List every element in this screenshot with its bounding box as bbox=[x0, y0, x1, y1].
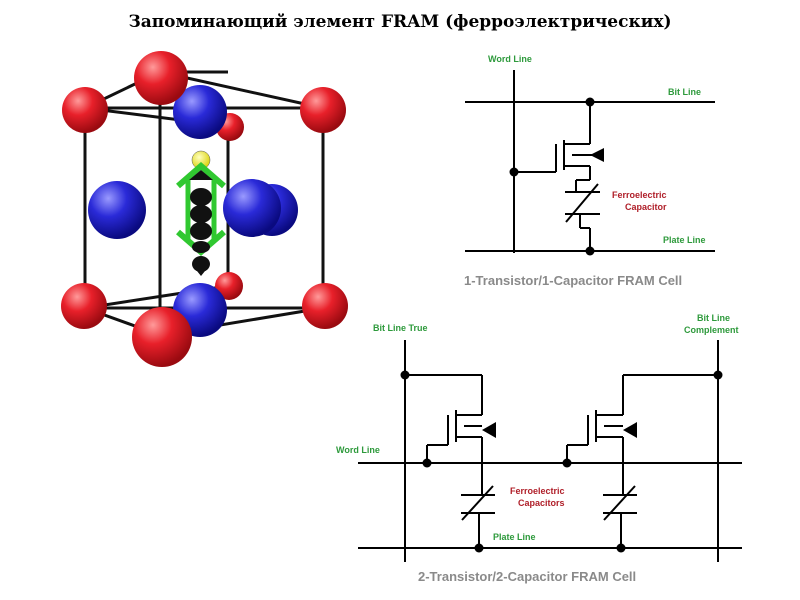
atom-blue-left bbox=[88, 181, 146, 239]
label-capacitor: Capacitor bbox=[625, 202, 667, 212]
junction-dot bbox=[474, 543, 484, 553]
page-title: Запоминающий элемент FRAM (ферроэлектрич… bbox=[128, 12, 672, 32]
crystal-unit-cell bbox=[61, 51, 348, 367]
atom-blue-top bbox=[173, 85, 227, 139]
polarization-arrow bbox=[176, 150, 226, 276]
label-ferroelectric-2: Ferroelectric bbox=[510, 486, 565, 496]
junction-dot bbox=[713, 370, 723, 380]
label-bit-line-true: Bit Line True bbox=[373, 323, 428, 333]
atom-red-corner bbox=[134, 51, 188, 105]
label-word-line-2: Word Line bbox=[336, 445, 380, 455]
label-capacitors: Capacitors bbox=[518, 498, 565, 508]
atom-red-corner bbox=[62, 87, 108, 133]
atom-red-corner bbox=[300, 87, 346, 133]
atom-red-back-small bbox=[215, 272, 243, 300]
label-bit-line-complement-1: Bit Line bbox=[697, 313, 730, 323]
label-word-line: Word Line bbox=[488, 54, 532, 64]
label-bit-line-complement-2: Complement bbox=[684, 325, 739, 335]
caption-1t1c: 1-Transistor/1-Capacitor FRAM Cell bbox=[464, 273, 682, 288]
atom-red-corner bbox=[302, 283, 348, 329]
atom-red-corner-front bbox=[132, 307, 192, 367]
label-ferroelectric: Ferroelectric bbox=[612, 190, 667, 200]
transistor-arrow-left bbox=[482, 422, 496, 438]
caption-2t2c: 2-Transistor/2-Capacitor FRAM Cell bbox=[418, 569, 636, 584]
junction-dot bbox=[585, 246, 595, 256]
junction-dot bbox=[616, 543, 626, 553]
cell-2t2c-schematic bbox=[358, 340, 742, 562]
label-bit-line: Bit Line bbox=[668, 87, 701, 97]
junction-dot bbox=[400, 370, 410, 380]
junction-dot bbox=[585, 97, 595, 107]
junction-dot bbox=[422, 458, 432, 468]
transistor-arrow bbox=[590, 148, 604, 162]
cell-1t1c-schematic bbox=[465, 70, 715, 253]
atom-red-corner bbox=[61, 283, 107, 329]
junction-dot bbox=[509, 167, 519, 177]
label-plate-line: Plate Line bbox=[663, 235, 706, 245]
transistor-arrow-right bbox=[623, 422, 637, 438]
junction-dot bbox=[562, 458, 572, 468]
label-plate-line-2: Plate Line bbox=[493, 532, 536, 542]
atom-blue-right bbox=[223, 179, 281, 237]
